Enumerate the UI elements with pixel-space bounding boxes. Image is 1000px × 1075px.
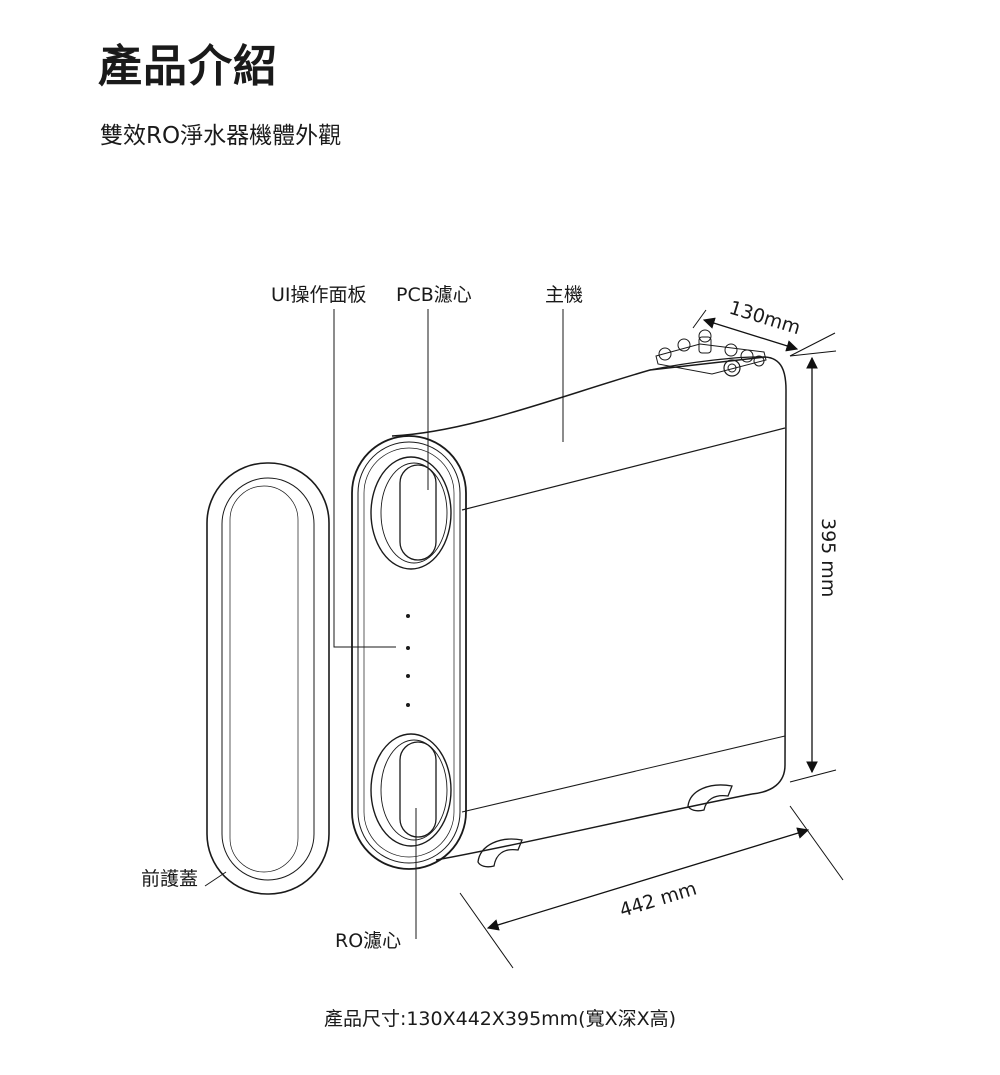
dim-height-label: 395 mm (817, 518, 839, 597)
page-subtitle: 雙效RO淨水器機體外觀 (100, 123, 342, 149)
dim-width-label: 130mm (727, 297, 804, 339)
pcb-filter-label: PCB濾心 (396, 284, 472, 306)
page-title: 產品介紹 (98, 41, 278, 92)
front-cover (206, 462, 330, 895)
leader-lines (204, 309, 564, 939)
dimension-lines (459, 309, 844, 969)
front-cover-label: 前護蓋 (141, 868, 199, 890)
ro-filter-label: RO濾心 (335, 930, 402, 952)
product-size-spec: 產品尺寸:130X442X395mm(寬X深X高) (323, 1008, 677, 1030)
ui-panel-dots (406, 614, 410, 707)
main-unit-body (351, 329, 787, 870)
ui-panel-label: UI操作面板 (271, 284, 367, 306)
main-unit-label: 主機 (545, 284, 584, 306)
